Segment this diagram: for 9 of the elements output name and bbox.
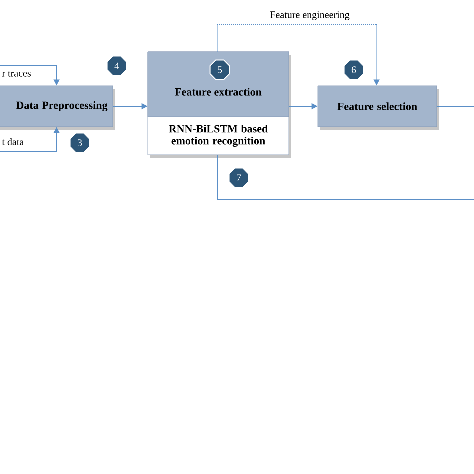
callout-number: 7	[228, 168, 250, 188]
process-box: Feature selection	[318, 86, 439, 130]
edge-label: t data	[1, 137, 26, 147]
callout-number: 3	[70, 132, 90, 154]
callout-number: 4	[106, 56, 128, 76]
edge-label: r traces	[1, 70, 32, 78]
callout-number: 6	[344, 60, 364, 80]
edge-label: Feature engineering	[269, 10, 351, 22]
process-box: Data Preprocessing	[0, 86, 115, 130]
